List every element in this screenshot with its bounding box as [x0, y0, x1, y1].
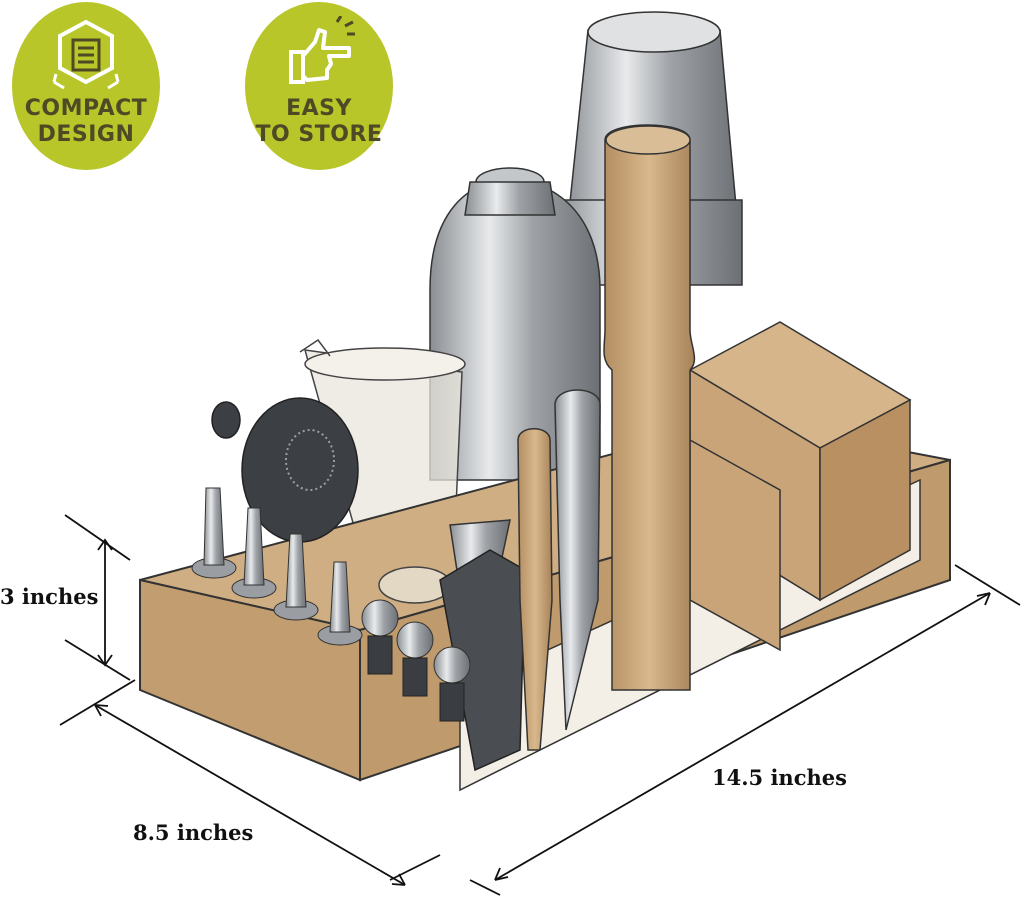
height-dimension-label: 3 inches — [0, 584, 99, 609]
dimension-lines — [59, 514, 1021, 896]
badge-label: COMPACT DESIGN — [25, 96, 148, 148]
badge-line-1: COMPACT — [24, 96, 148, 121]
storage-bins — [688, 321, 912, 652]
bottle-stoppers — [361, 599, 471, 722]
hawthorne-strainer — [211, 397, 359, 543]
pointing-hand-icon — [289, 16, 355, 84]
badge-line-2: DESIGN — [37, 122, 135, 147]
badge-line-1: EASY — [286, 96, 352, 121]
badge-disc: COMPACT DESIGN — [12, 2, 160, 170]
wooden-muddler — [603, 124, 696, 691]
badge-disc: EASY TO STORE — [245, 2, 393, 170]
wooden-reamer — [517, 428, 553, 751]
steel-muddler — [554, 389, 601, 731]
easy-to-store-badge: EASY TO STORE — [245, 2, 393, 170]
width-dimension-label: 14.5 inches — [712, 765, 847, 790]
badge-label: EASY TO STORE — [256, 96, 383, 148]
badge-line-2: TO STORE — [255, 122, 383, 147]
liquor-pourers — [191, 487, 363, 646]
depth-dimension-label: 8.5 inches — [133, 820, 254, 845]
box-icon — [52, 19, 120, 90]
compact-design-badge: COMPACT DESIGN — [12, 2, 160, 170]
